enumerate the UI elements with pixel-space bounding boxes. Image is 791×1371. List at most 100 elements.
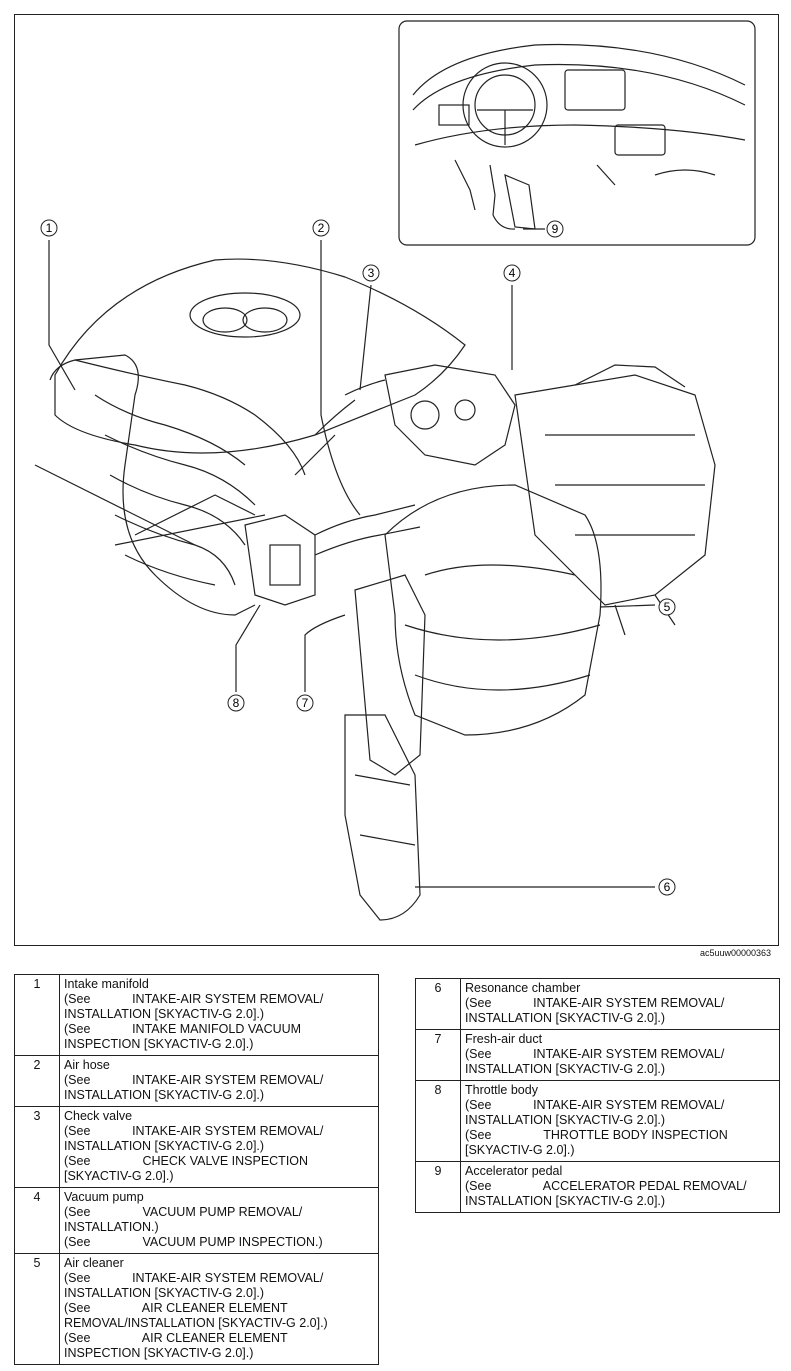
callout-9: 9 [546,220,564,238]
part-description: Vacuum pump(See VACUUM PUMP REMOVAL/INST… [59,1187,379,1254]
part-reference: [SKYACTIV-G 2.0].) [465,1143,575,1157]
part-number: 5 [14,1253,60,1365]
callout-5: 5 [658,598,676,616]
part-name: Throttle body [465,1083,538,1097]
svg-text:6: 6 [664,880,671,894]
svg-text:1: 1 [46,221,53,235]
fresh-air-duct [354,574,426,776]
intake-manifold [49,354,256,616]
svg-text:4: 4 [509,266,516,280]
part-reference: INSTALLATION [SKYACTIV-G 2.0].) [465,1113,666,1127]
part-number: 9 [415,1161,461,1213]
part-number: 1 [14,974,60,1056]
callout-1: 1 [40,219,58,237]
part-reference: (See AIR CLEANER ELEMENT [64,1301,288,1315]
part-reference: INSTALLATION [SKYACTIV-G 2.0].) [465,1011,666,1025]
part-name: Air cleaner [64,1256,124,1270]
svg-text:5: 5 [664,600,671,614]
svg-text:8: 8 [233,696,240,710]
part-reference: INSTALLATION [SKYACTIV-G 2.0].) [64,1007,265,1021]
part-number: 4 [14,1187,60,1254]
part-reference: (See INTAKE-AIR SYSTEM REMOVAL/ [64,1124,324,1138]
engine-drawing: 1 2 3 4 5 6 7 [34,20,756,921]
part-reference: (See INTAKE MANIFOLD VACUUM [64,1022,302,1036]
part-reference: INSTALLATION [SKYACTIV-G 2.0].) [465,1062,666,1076]
air-hose-drawing [314,504,416,536]
part-reference: (See THROTTLE BODY INSPECTION [465,1128,728,1142]
callout-8: 8 [227,694,245,712]
part-reference: INSTALLATION [SKYACTIV-G 2.0].) [465,1194,666,1208]
part-reference: (See INTAKE-AIR SYSTEM REMOVAL/ [465,1098,725,1112]
part-description: Resonance chamber(See INTAKE-AIR SYSTEM … [460,978,780,1030]
part-description: Throttle body(See INTAKE-AIR SYSTEM REMO… [460,1080,780,1162]
part-description: Air cleaner(See INTAKE-AIR SYSTEM REMOVA… [59,1253,379,1365]
part-reference: INSTALLATION [SKYACTIV-G 2.0].) [64,1088,265,1102]
part-description: Fresh-air duct(See INTAKE-AIR SYSTEM REM… [460,1029,780,1081]
callout-2: 2 [312,219,330,237]
part-reference: INSTALLATION [SKYACTIV-G 2.0].) [64,1286,265,1300]
svg-text:7: 7 [302,696,309,710]
part-number: 7 [415,1029,461,1081]
part-name: Vacuum pump [64,1190,144,1204]
throttle-body-drawing [244,514,316,606]
part-number: 3 [14,1106,60,1188]
part-reference: INSTALLATION.) [64,1220,159,1234]
part-reference: INSPECTION [SKYACTIV-G 2.0].) [64,1346,254,1360]
part-description: Check valve(See INTAKE-AIR SYSTEM REMOVA… [59,1106,379,1188]
part-name: Intake manifold [64,977,149,991]
figure-code: ac5uuw00000363 [700,948,772,958]
part-number: 8 [415,1080,461,1162]
part-name: Resonance chamber [465,981,581,995]
part-reference: (See INTAKE-AIR SYSTEM REMOVAL/ [64,1073,324,1087]
part-number: 2 [14,1055,60,1107]
accelerator-pedal-drawing [504,174,536,230]
part-number: 6 [415,978,461,1030]
engine-cover [54,258,466,454]
part-description: Air hose(See INTAKE-AIR SYSTEM REMOVAL/I… [59,1055,379,1107]
callouts: 1 2 3 4 5 6 7 [40,219,676,896]
part-reference: (See AIR CLEANER ELEMENT [64,1331,288,1345]
engine-block [514,374,716,606]
part-reference: (See INTAKE-AIR SYSTEM REMOVAL/ [465,1047,725,1061]
part-name: Accelerator pedal [465,1164,563,1178]
svg-text:3: 3 [368,266,375,280]
air-cleaner [384,484,602,736]
callout-7: 7 [296,694,314,712]
svg-text:9: 9 [552,222,559,236]
callout-6: 6 [658,878,676,896]
part-reference: (See CHECK VALVE INSPECTION [64,1154,309,1168]
part-reference: INSPECTION [SKYACTIV-G 2.0].) [64,1037,254,1051]
part-description: Intake manifold(See INTAKE-AIR SYSTEM RE… [59,974,379,1056]
part-reference: (See INTAKE-AIR SYSTEM REMOVAL/ [64,1271,324,1285]
part-name: Air hose [64,1058,110,1072]
intake-system-figure: 1 2 3 4 5 6 7 [14,14,779,946]
part-name: Fresh-air duct [465,1032,543,1046]
vacuum-pump-drawing [384,364,516,466]
inset-box [398,20,756,246]
part-reference: INSTALLATION [SKYACTIV-G 2.0].) [64,1139,265,1153]
part-reference: (See VACUUM PUMP REMOVAL/ [64,1205,303,1219]
part-reference: REMOVAL/INSTALLATION [SKYACTIV-G 2.0].) [64,1316,328,1330]
callout-3: 3 [362,264,380,282]
part-reference: (See VACUUM PUMP INSPECTION.) [64,1235,323,1249]
part-reference: [SKYACTIV-G 2.0].) [64,1169,174,1183]
svg-text:2: 2 [318,221,325,235]
part-description: Accelerator pedal(See ACCELERATOR PEDAL … [460,1161,780,1213]
part-reference: (See ACCELERATOR PEDAL REMOVAL/ [465,1179,747,1193]
part-name: Check valve [64,1109,133,1123]
part-reference: (See INTAKE-AIR SYSTEM REMOVAL/ [465,996,725,1010]
resonance-chamber [344,714,421,921]
part-reference: (See INTAKE-AIR SYSTEM REMOVAL/ [64,992,324,1006]
callout-4: 4 [503,264,521,282]
